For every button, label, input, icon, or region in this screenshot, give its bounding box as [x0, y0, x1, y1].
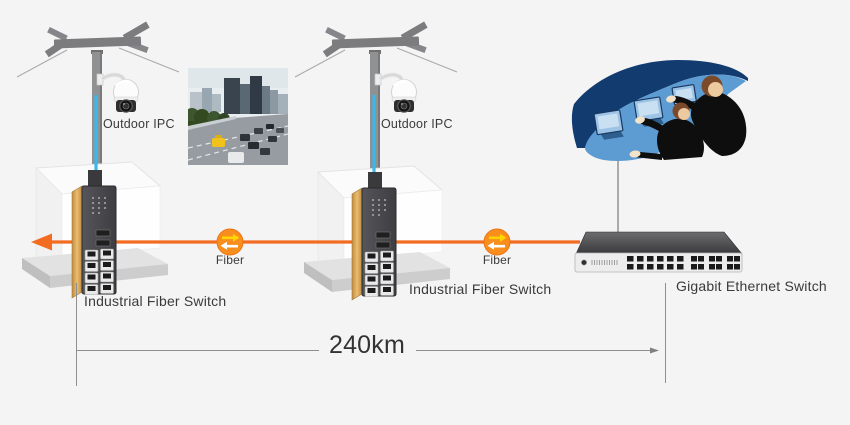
- fiber-transceiver-icon: [483, 228, 511, 256]
- din-rail-switch-icon: [71, 169, 117, 299]
- fiber-link-label: Fiber: [482, 253, 512, 267]
- distance-measurement: [76, 283, 666, 386]
- industrial-fiber-switch-label: Industrial Fiber Switch: [409, 281, 552, 297]
- outdoor-ipc-label: Outdoor IPC: [381, 117, 453, 131]
- rackmount-switch-icon: [574, 231, 743, 273]
- din-rail-switch-icon: [351, 171, 397, 301]
- monitoring-center-illustration: [571, 60, 748, 161]
- operator-person: [666, 75, 747, 156]
- operator-person: [629, 102, 705, 160]
- fiber-link-label: Fiber: [215, 253, 245, 267]
- ptz-dome-camera-icon: [373, 72, 419, 115]
- industrial-fiber-switch-label: Industrial Fiber Switch: [84, 293, 227, 309]
- highway-traffic-photo: [188, 68, 288, 165]
- ptz-dome-camera-icon: [95, 72, 141, 115]
- distance-label: 240km: [328, 331, 406, 359]
- gigabit-ethernet-switch-label: Gigabit Ethernet Switch: [676, 278, 827, 294]
- camera-pole-icon: [16, 21, 180, 173]
- outdoor-ipc-label: Outdoor IPC: [103, 117, 175, 131]
- fiber-transceiver-icon: [216, 228, 244, 256]
- camera-pole-icon: [294, 21, 458, 173]
- fiber-direction-arrow-icon: [31, 233, 52, 251]
